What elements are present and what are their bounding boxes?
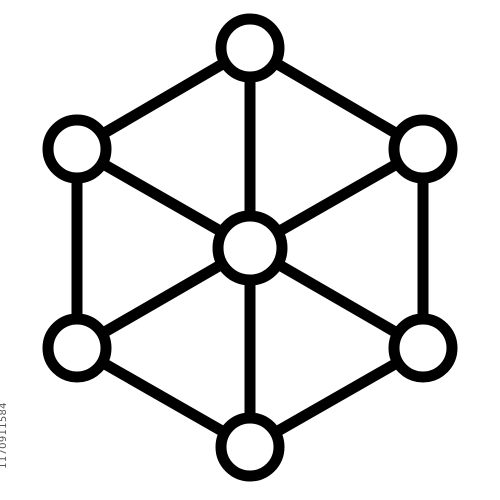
network-nodes	[42, 13, 458, 482]
node-upperLeft	[42, 114, 112, 184]
node-lowerLeft	[42, 313, 112, 383]
node-center	[212, 210, 288, 286]
stock-id-text: 1170911584	[0, 402, 9, 469]
node-top	[215, 13, 285, 83]
node-upperRight	[388, 114, 458, 184]
stock-id-watermark: 1170911584	[0, 0, 14, 500]
node-bottom	[215, 412, 285, 482]
node-lowerRight	[388, 313, 458, 383]
